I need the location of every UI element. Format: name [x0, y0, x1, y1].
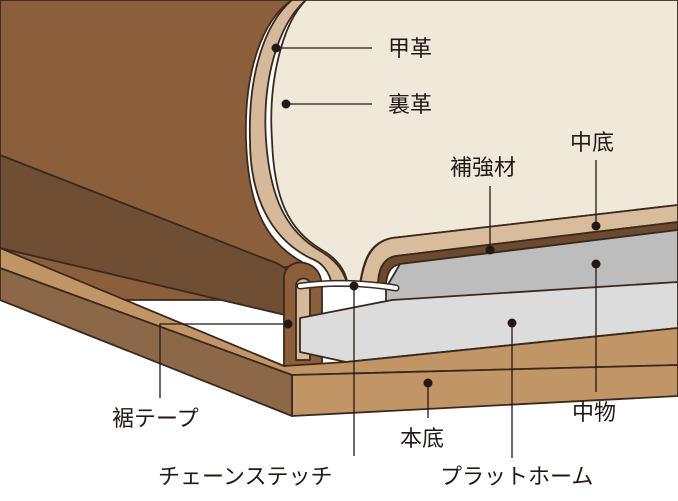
outsole-side	[291, 364, 678, 417]
leader-binding-tape	[159, 323, 288, 398]
outsole-left-face	[0, 267, 293, 417]
label-upper: 甲革	[388, 37, 432, 62]
label-outsole: 本底	[400, 427, 444, 452]
label-reinforcement: 補強材	[450, 156, 516, 181]
label-chain-stitch: チェーンステッチ	[158, 465, 332, 490]
chain-stitch-thread-inner	[298, 281, 398, 290]
label-platform: プラットホーム	[440, 465, 593, 490]
label-filler: 中物	[572, 401, 616, 426]
label-insole: 中底	[570, 131, 614, 156]
platform	[299, 281, 678, 363]
label-lining: 裏革	[388, 93, 432, 118]
label-binding-tape: 裾テープ	[112, 407, 199, 432]
